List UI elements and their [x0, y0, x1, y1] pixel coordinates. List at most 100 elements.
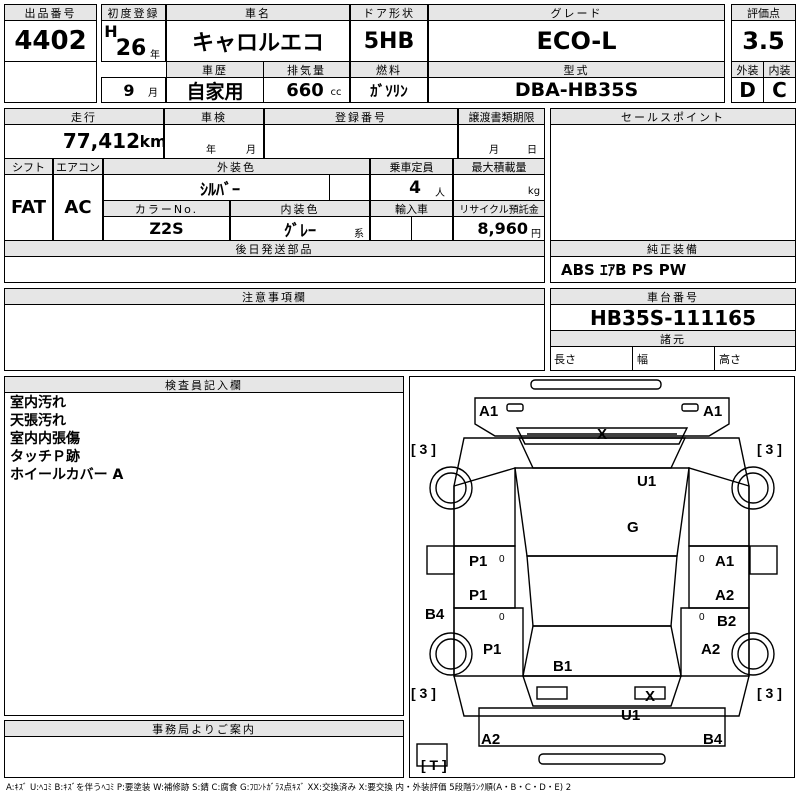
ext-label: 外装 [731, 61, 764, 78]
mark: P1 [469, 587, 487, 604]
mark: X [645, 688, 655, 705]
later-parts-label: 後日発送部品 [4, 240, 545, 257]
ext-color-value: ｼﾙﾊﾞｰ [199, 179, 240, 199]
transfer-label: 譲渡書類期限 [458, 108, 545, 125]
inspector-line: 天張汚れ [10, 413, 66, 429]
mark: A2 [481, 731, 500, 748]
rear-bumper-shape [478, 707, 726, 747]
load-unit: kg [527, 185, 541, 197]
mileage-label: 走行 [4, 108, 164, 125]
tire-mark: [ T ] [421, 757, 447, 773]
mark: P1 [469, 553, 487, 570]
month-box [101, 77, 166, 103]
wheel-fr [731, 466, 775, 510]
mark: B4 [425, 606, 445, 623]
ext-color-label: 外装色 [103, 158, 370, 175]
grade-value: ECO-L [428, 20, 725, 62]
inspector-line: ホイールカバー A [10, 467, 124, 483]
car-damage-diagram: A1 A1 X U1 G P1 A1 P1 A2 B2 B4 P1 A2 B1 … [409, 376, 795, 778]
dims-height-box [714, 346, 796, 371]
inspector-line: タッチＰ跡 [10, 449, 80, 465]
left-mirror [426, 545, 455, 575]
roof [526, 555, 678, 627]
mark: U1 [621, 707, 640, 724]
import-label: 輸入車 [370, 200, 453, 217]
sales-point-box [550, 124, 796, 241]
seats-value: 4 [409, 177, 421, 198]
ac-label: エアコン [53, 158, 103, 175]
transfer-day: 日 [527, 144, 537, 156]
wheel-fl-inner [435, 472, 467, 504]
import-box-1 [370, 216, 412, 241]
int-color-label: 内装色 [230, 200, 370, 217]
rear-lamp-right [634, 686, 666, 700]
wheel-rl-inner [435, 638, 467, 670]
displacement: 660 [286, 79, 324, 101]
dims-width-label: 幅 [637, 353, 648, 366]
dims-length-label: 長さ [554, 353, 576, 366]
right-mirror [749, 545, 778, 575]
score-label: 評価点 [731, 4, 796, 21]
front-bumper-outline [530, 379, 662, 390]
equip-label: 純正装備 [550, 240, 796, 257]
recycle-label: リサイクル預託金 [453, 200, 545, 217]
recycle-unit: 円 [531, 228, 541, 240]
spare-box [416, 743, 448, 767]
legend-text: A:ｷｽﾞ U:ﾍｺﾐ B:ｷｽﾞを伴うﾍｺﾐ P:要塗装 W:補修跡 S:錆 … [6, 783, 572, 793]
shift-value: FAT [4, 174, 53, 241]
wheel-fr-inner [737, 472, 769, 504]
windshield [514, 467, 690, 557]
month-unit: 月 [148, 87, 158, 99]
mark: G [627, 519, 639, 536]
trunk [522, 675, 682, 707]
wheel-rr-inner [737, 638, 769, 670]
mark: B1 [553, 658, 572, 675]
int-label: 内装 [763, 61, 796, 78]
seats-label: 乗車定員 [370, 158, 453, 175]
office-label: 事務局よりご案内 [4, 720, 404, 737]
mark: A2 [715, 587, 734, 604]
year-unit: 年 [150, 49, 160, 61]
recycle-value: 8,960 [477, 219, 528, 238]
inspection-month-unit: 月 [246, 144, 256, 156]
mark: B4 [703, 731, 723, 748]
mark: A1 [715, 553, 734, 570]
lot-label: 出品番号 [4, 4, 97, 21]
mark: X [597, 426, 607, 443]
office-box [4, 736, 404, 778]
fuel-value: ｶﾞｿﾘﾝ [350, 77, 428, 103]
color-no-label: カラーNo. [103, 200, 230, 217]
fuel-label: 燃料 [350, 61, 428, 78]
import-box-2 [411, 216, 453, 241]
first-reg-box [101, 20, 166, 62]
inspector-lines: 室内汚れ 天張汚れ 室内内張傷 タッチＰ跡 ホイールカバー A [10, 394, 123, 484]
front-lamp-left [506, 403, 524, 412]
front-lamp-right [681, 403, 699, 412]
notes-box [4, 304, 545, 371]
mileage-unit: km [141, 131, 165, 151]
disp-box [263, 77, 350, 103]
transfer-month: 月 [489, 144, 499, 156]
inspector-label: 検査員記入欄 [4, 376, 404, 393]
mark: P1 [483, 641, 501, 658]
tire-mark: [ 3 ] [411, 685, 436, 701]
wheel-rl [429, 632, 473, 676]
lot-number: 4402 [4, 20, 97, 62]
mark: A2 [701, 641, 720, 658]
inspection-year-unit: 年 [206, 144, 216, 156]
grade-label: グレード [428, 4, 725, 21]
reg-label: 登録番号 [264, 108, 458, 125]
rear-lamp-left [536, 686, 568, 700]
zero-mark: 0 [499, 554, 505, 565]
mark: A1 [703, 403, 722, 420]
history-value: 自家用 [166, 77, 264, 103]
inspector-line: 室内内張傷 [10, 431, 80, 447]
later-parts-box [4, 256, 545, 283]
zero-mark: 0 [499, 612, 505, 623]
ac-value: AC [53, 174, 103, 241]
tire-mark: [ 3 ] [757, 441, 782, 457]
model-label: 型式 [428, 61, 725, 78]
door-value: 5HB [350, 20, 428, 62]
zero-mark: 0 [699, 554, 705, 565]
int-color-unit: 系 [354, 228, 364, 240]
